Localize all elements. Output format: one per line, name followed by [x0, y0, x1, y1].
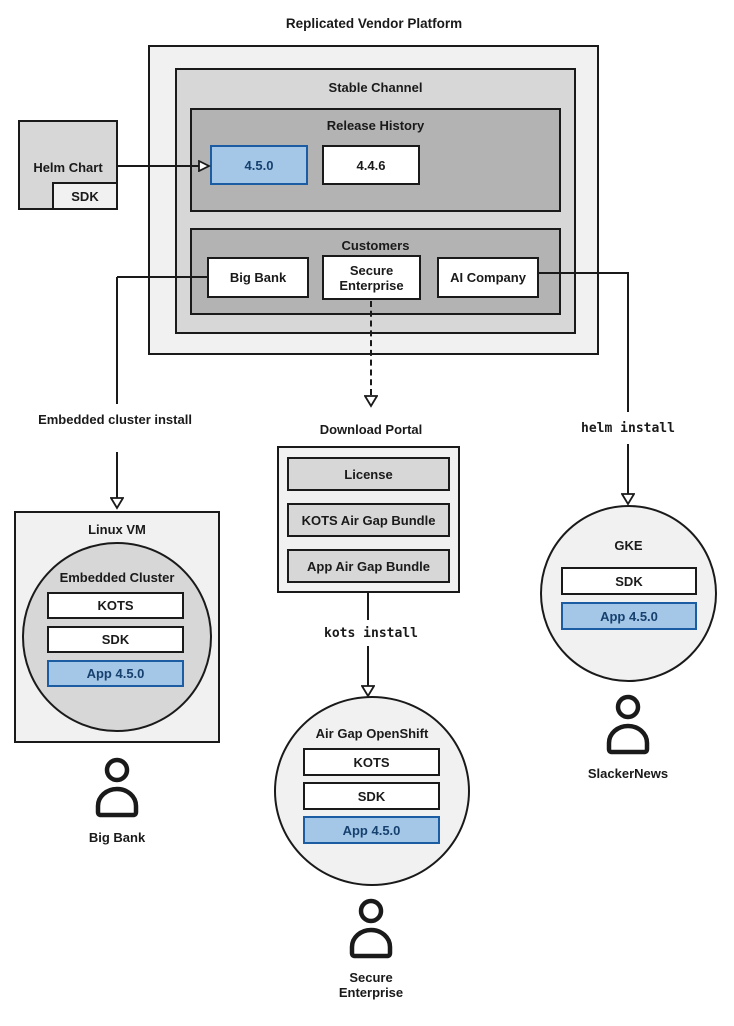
left-flow-vline-2 [116, 452, 118, 498]
embedded-cluster-title: Embedded Cluster [59, 570, 175, 585]
left-kots-box: KOTS [47, 592, 184, 619]
airgap-openshift-title: Air Gap OpenShift [315, 726, 429, 741]
helm-chart-label: Helm Chart [33, 160, 103, 175]
right-flow-vline-1 [627, 273, 629, 412]
right-app-box: App 4.5.0 [561, 602, 697, 630]
gke-title: GKE [614, 538, 643, 553]
arrowhead-down-icon [621, 493, 635, 506]
kots-airgap-bundle-box[interactable]: KOTS Air Gap Bundle [287, 503, 450, 537]
secure-enterprise-user-icon [349, 898, 393, 959]
download-portal-title: Download Portal [319, 422, 423, 437]
middle-flow-vline-2 [367, 646, 369, 686]
diagram-title: Replicated Vendor Platform [285, 16, 463, 31]
arrowhead-down-icon [361, 685, 375, 698]
app-airgap-bundle-box[interactable]: App Air Gap Bundle [287, 549, 450, 583]
left-sdk-box: SDK [47, 626, 184, 653]
middle-flow-vline-1 [367, 593, 369, 620]
customer-big-bank[interactable]: Big Bank [207, 257, 309, 298]
arrowhead-down-icon [110, 497, 124, 510]
customers-title: Customers [341, 238, 410, 253]
big-bank-user-label: Big Bank [88, 830, 146, 845]
right-flow-vline-2 [627, 444, 629, 494]
middle-dashed-line [370, 301, 372, 395]
middle-app-box: App 4.5.0 [303, 816, 440, 844]
linux-vm-title: Linux VM [88, 522, 146, 537]
right-sdk-box: SDK [561, 567, 697, 595]
helm-arrow-line [118, 165, 200, 167]
left-flow-vline-1 [116, 277, 118, 404]
left-app-box: App 4.5.0 [47, 660, 184, 687]
customer-ai-company[interactable]: AI Company [437, 257, 539, 298]
middle-kots-box: KOTS [303, 748, 440, 776]
release-4-5-0[interactable]: 4.5.0 [210, 145, 308, 185]
middle-sdk-box: SDK [303, 782, 440, 810]
big-bank-user-icon [95, 757, 139, 818]
helm-install-label: helm install [581, 421, 675, 436]
slackernews-user-icon [606, 694, 650, 755]
stable-channel-title: Stable Channel [328, 80, 423, 95]
slackernews-user-label: SlackerNews [587, 766, 669, 781]
customer-secure-enterprise[interactable]: Secure Enterprise [322, 255, 421, 300]
left-install-label: Embedded cluster install [38, 412, 192, 427]
release-4-4-6[interactable]: 4.4.6 [322, 145, 420, 185]
secure-enterprise-user-label: Secure Enterprise [338, 970, 404, 1000]
right-flow-hline [539, 272, 629, 274]
arrowhead-down-icon [364, 395, 378, 408]
kots-install-label: kots install [324, 626, 418, 641]
release-history-title: Release History [326, 118, 425, 133]
license-box[interactable]: License [287, 457, 450, 491]
left-flow-hline [117, 276, 207, 278]
arrowhead-right-icon [198, 160, 211, 172]
helm-chart-sdk-box: SDK [52, 182, 118, 210]
